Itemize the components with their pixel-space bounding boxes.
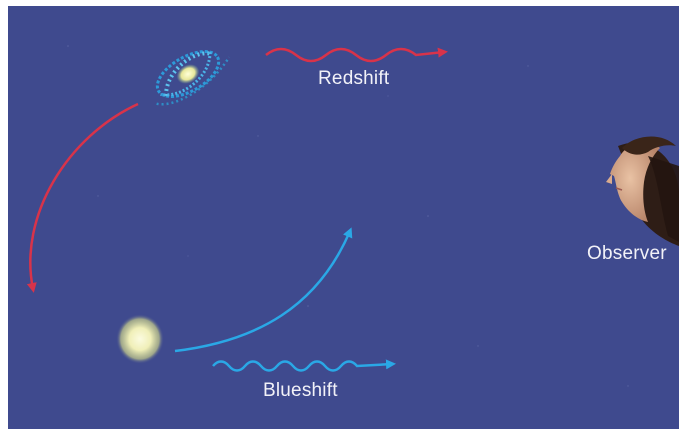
diagram-canvas <box>26 45 679 387</box>
observer-head-icon <box>606 136 679 246</box>
redshift-label: Redshift <box>318 68 390 89</box>
blue-motion-arrow <box>174 227 353 353</box>
blueshift-wave <box>212 359 396 372</box>
redshift-wave <box>265 47 448 63</box>
blueshift-label: Blueshift <box>263 380 338 401</box>
spiral-galaxy-icon <box>155 50 231 106</box>
red-motion-arrow <box>26 102 139 293</box>
diagram-panel: Redshift Blueshift Observer <box>8 6 679 429</box>
elliptical-galaxy-icon <box>116 314 164 364</box>
star-field <box>67 45 629 387</box>
observer-label: Observer <box>587 243 667 264</box>
